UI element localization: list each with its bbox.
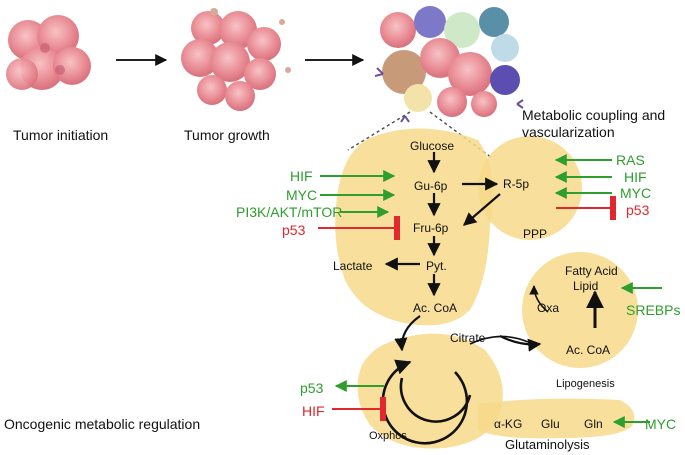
srebps-label: SREBPs <box>626 302 681 318</box>
glutaminolysis-label: Glutaminolysis <box>505 437 590 452</box>
tumor-initiation-label: Tumor initiation <box>13 127 109 143</box>
ppp-region <box>478 136 582 240</box>
metabolic-coupling-text: Metabolic coupling and vascularization <box>522 107 666 140</box>
oxphos-label: Oxphos <box>369 430 407 442</box>
tumor-growth-label: Tumor growth <box>184 127 270 143</box>
lipogenesis-region <box>522 252 638 368</box>
tca-region <box>357 333 503 449</box>
right-p53-label: p53 <box>626 202 650 218</box>
citrate-to-oxa-arrow <box>469 335 529 345</box>
fatty-acid-label: Fatty Acid <box>565 264 618 278</box>
tumor-growth-cluster <box>181 8 291 111</box>
oxa-label: Oxa <box>537 301 560 315</box>
tca-cycle <box>381 359 472 445</box>
tca-p53-label: p53 <box>300 380 324 396</box>
right-myc-label: MYC <box>620 185 652 201</box>
glycolysis-acoa-label: Ac. CoA <box>413 301 458 315</box>
glucose-label: Glucose <box>410 139 455 153</box>
oncogenic-regulation-label: Oncogenic metabolic regulation <box>4 416 201 432</box>
pyt-label: Pyt. <box>426 259 447 273</box>
tumor-microenvironment-cluster <box>374 6 524 123</box>
glutaminolysis-region <box>478 398 635 439</box>
right-hif-label: HIF <box>624 169 647 185</box>
glu-label: Glu <box>541 417 560 431</box>
left-p53-label: p53 <box>282 222 306 238</box>
right-ras-label: RAS <box>616 152 645 168</box>
r5p-label: R-5p <box>503 177 530 191</box>
metabolic-coupling-label: Metabolic coupling and vascularization <box>522 107 677 141</box>
gln-label: Gln <box>584 417 603 431</box>
ppp-label: PPP <box>523 227 548 241</box>
regulator-arrows-right <box>554 154 616 220</box>
lactate-label: Lactate <box>333 259 373 273</box>
fru6p-label: Fru-6p <box>413 221 449 235</box>
left-hif-label: HIF <box>290 168 313 184</box>
gln-myc-label: MYC <box>645 416 677 432</box>
tca-hif-label: HIF <box>302 403 325 419</box>
tumor-initiation-cluster <box>6 15 91 90</box>
left-myc-label: MYC <box>286 187 318 203</box>
regulator-arrows-left <box>318 170 400 240</box>
lipogenesis-label: Lipogenesis <box>556 378 615 390</box>
zoom-line-left <box>347 111 411 151</box>
lipid-label: Lipid <box>573 279 599 293</box>
left-pi3k-label: PI3K/AKT/mTOR <box>236 204 343 220</box>
citrate-label: Citrate <box>450 331 486 345</box>
glycolysis-arrows <box>384 152 604 352</box>
glycolysis-region <box>335 128 494 326</box>
akg-label: α-KG <box>494 417 523 431</box>
gu6p-label: Gu-6p <box>414 179 448 193</box>
lipid-acoa-label: Ac. CoA <box>566 343 611 357</box>
